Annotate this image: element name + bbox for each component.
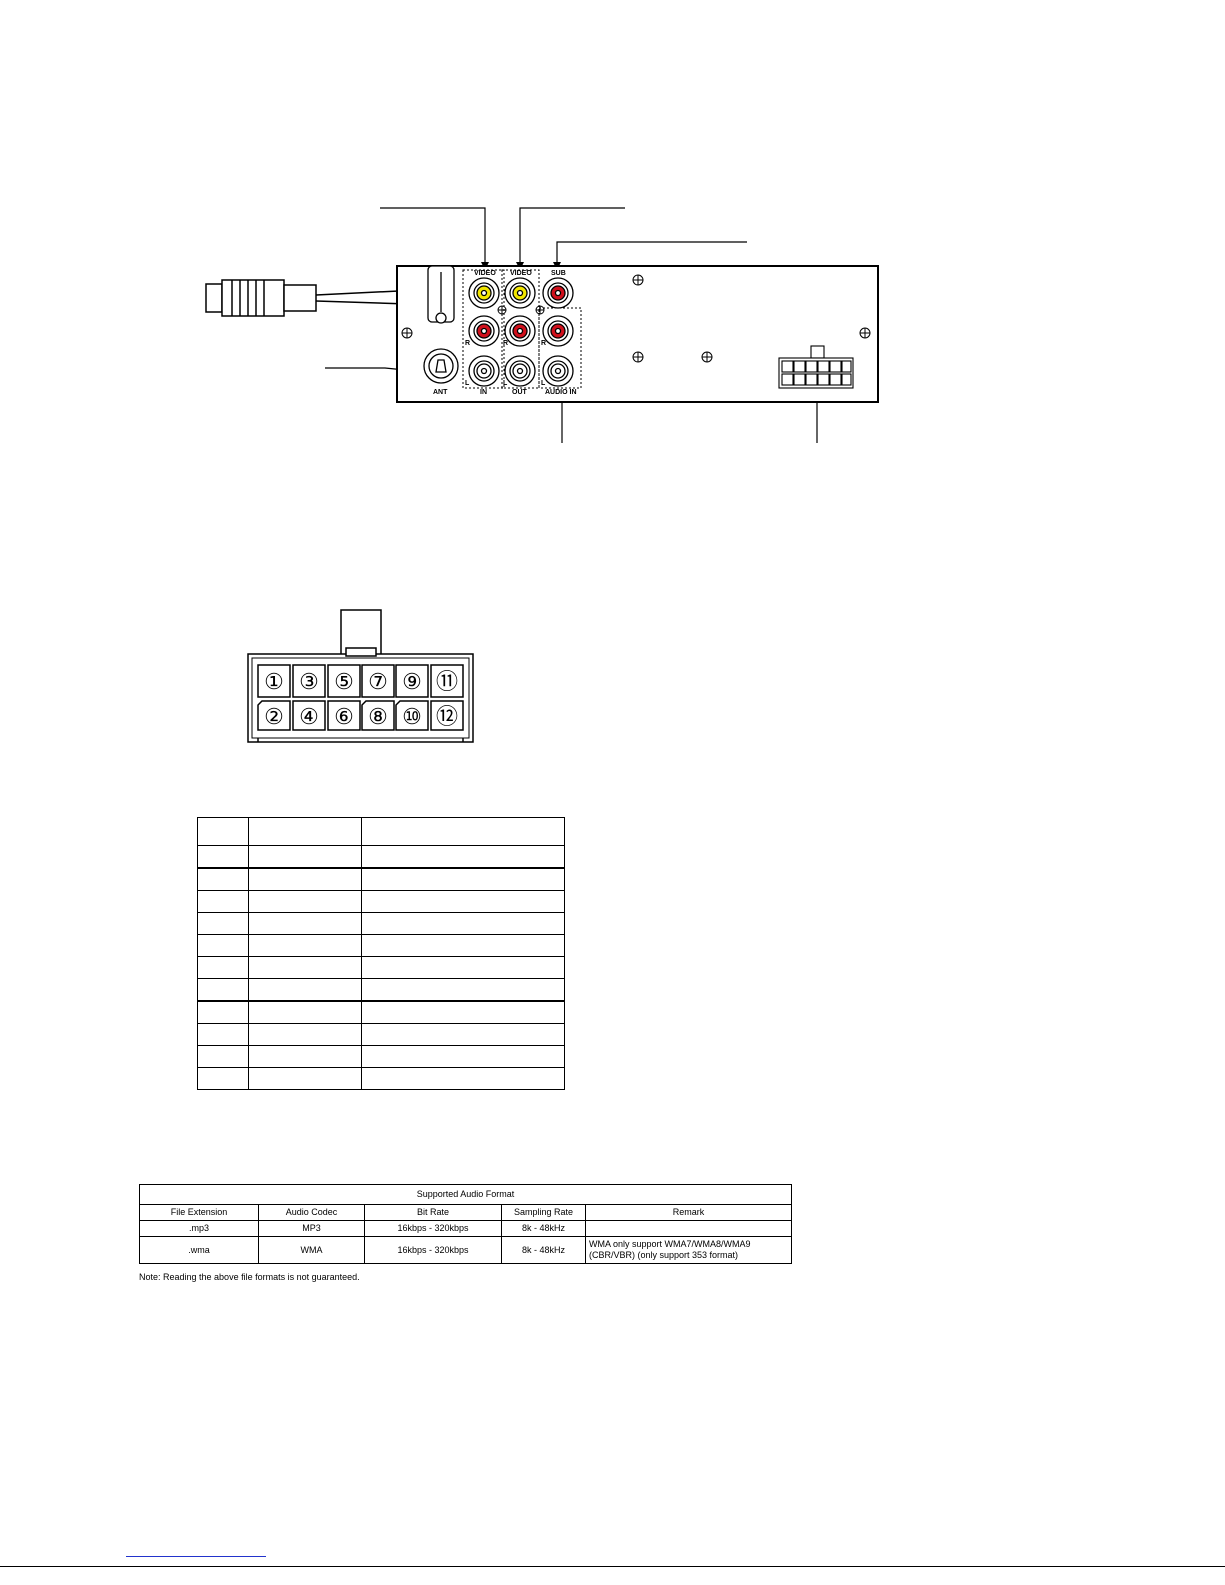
panel-power-connector [778,345,854,389]
table-row [197,1067,565,1090]
cell-sampling: 8k - 48kHz [501,1220,586,1237]
pin-12: ⑫ [436,704,458,729]
table-title: Supported Audio Format [139,1184,792,1205]
pin-assignment-table [197,817,565,1090]
rca-jacks [468,277,574,387]
cell-extension: .wma [139,1236,259,1264]
pin-2: ② [264,704,284,729]
table-row [197,1023,565,1046]
label-r3: R [541,340,546,347]
pin-5: ⑤ [334,669,354,694]
table-row [197,956,565,979]
cell-bitrate: 16kbps - 320kbps [364,1220,502,1237]
pin-9: ⑨ [402,669,422,694]
cable-plug [205,279,441,317]
table-row [197,978,565,1002]
header-sampling-rate: Sampling Rate [501,1204,586,1221]
label-sub: SUB [551,270,566,277]
table-row [197,1000,565,1024]
table-row: .mp3 MP3 16kbps - 320kbps 8k - 48kHz [139,1220,792,1237]
connector-diagram: ① ③ ⑤ ⑦ ⑨ ⑪ ② ④ ⑥ ⑧ ⑩ ⑫ [247,609,474,743]
antenna-jack [423,348,459,384]
label-out: OUT [512,389,528,396]
table-row: .wma WMA 16kbps - 320kbps 8k - 48kHz WMA… [139,1236,792,1264]
pin-3: ③ [299,669,319,694]
label-in: IN [480,389,487,396]
pin-8: ⑧ [368,704,388,729]
cell-codec: MP3 [258,1220,365,1237]
table-row [197,890,565,913]
audio-format-table: Supported Audio Format File Extension Au… [139,1184,792,1264]
format-note: Note: Reading the above file formats is … [139,1272,360,1282]
table-row [197,817,565,846]
cell-sampling: 8k - 48kHz [501,1236,586,1264]
header-bit-rate: Bit Rate [364,1204,502,1221]
pin-1: ① [264,669,284,694]
table-row [197,1045,565,1068]
label-video-out: VIDEO [510,270,532,277]
label-audio-in: AUDIO IN [545,389,577,396]
pin-6: ⑥ [334,704,354,729]
header-audio-codec: Audio Codec [258,1204,365,1221]
label-l1: L [465,380,470,387]
pin-4: ④ [299,704,319,729]
cell-remark: WMA only support WMA7/WMA8/WMA9 (CBR/VBR… [585,1236,792,1264]
rear-panel-diagram: VIDEO VIDEO SUB R R R L L L IN OUT AUDIO… [205,207,879,443]
label-r2: R [503,340,508,347]
cell-extension: .mp3 [139,1220,259,1237]
label-l2: L [503,380,508,387]
cell-remark [585,1220,792,1237]
table-row [197,867,565,891]
footer-rule [0,1566,1225,1567]
label-r1: R [465,340,470,347]
header-file-extension: File Extension [139,1204,259,1221]
table-header-row: File Extension Audio Codec Bit Rate Samp… [139,1204,792,1221]
cell-codec: WMA [258,1236,365,1264]
table-title-row: Supported Audio Format [139,1184,792,1205]
table-row [197,845,565,869]
label-ant: ANT [433,389,448,396]
label-l3: L [541,380,546,387]
header-remark: Remark [585,1204,792,1221]
pin-10: ⑩ [402,704,422,729]
pin-7: ⑦ [368,669,388,694]
table-row [197,934,565,957]
footer-link-underline[interactable] [126,1556,266,1557]
label-video-in: VIDEO [474,270,496,277]
cell-bitrate: 16kbps - 320kbps [364,1236,502,1264]
pin-11: ⑪ [436,669,458,694]
table-row [197,912,565,935]
